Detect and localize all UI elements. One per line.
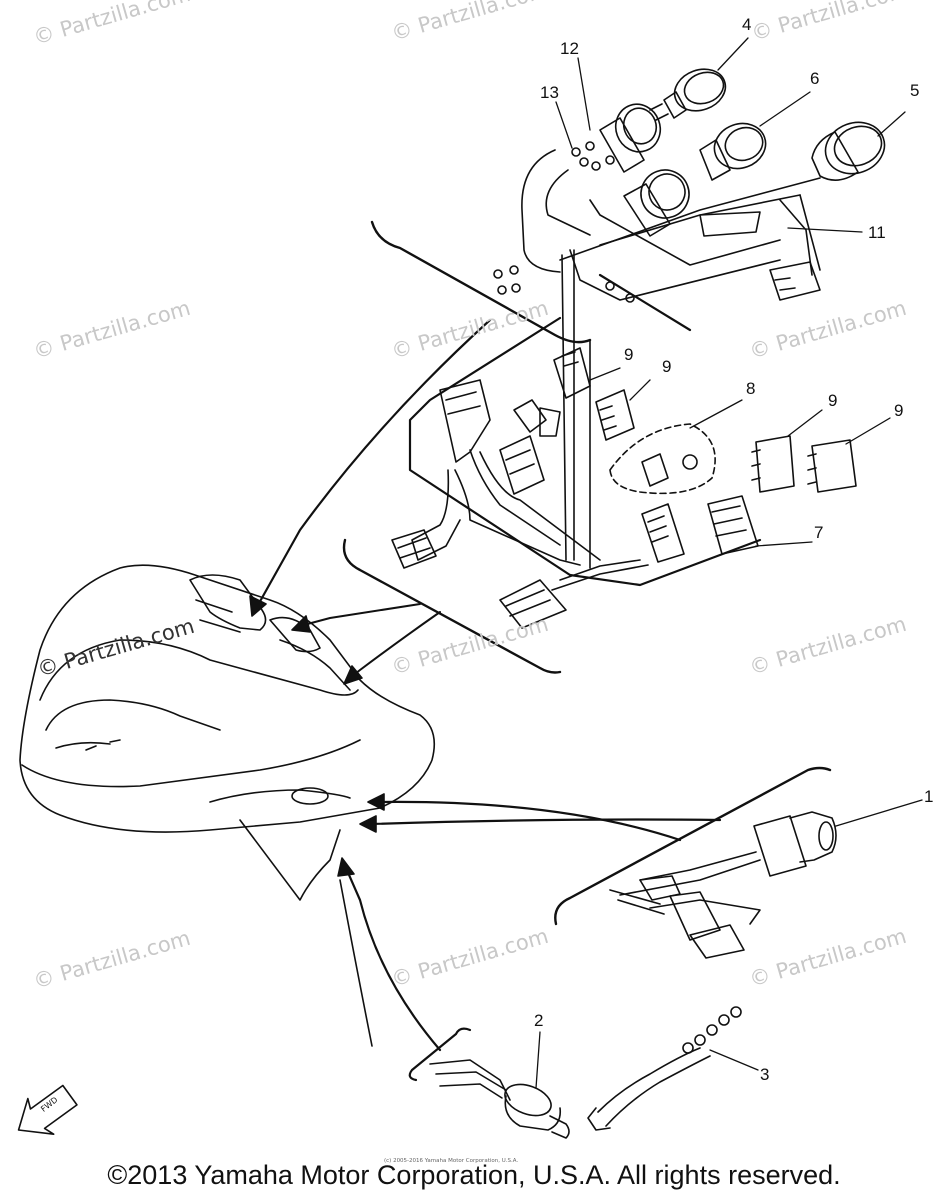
part-2-switch bbox=[410, 1029, 569, 1138]
part-1-assembly bbox=[555, 768, 836, 958]
gauge-4 bbox=[650, 62, 731, 120]
leader-arrows bbox=[250, 320, 720, 1050]
gauge-6 bbox=[700, 116, 772, 180]
callout-9-c: 9 bbox=[828, 391, 838, 410]
nuts-washers bbox=[494, 142, 634, 302]
callout-6: 6 bbox=[810, 69, 820, 88]
fwd-arrow-icon bbox=[7, 1077, 83, 1149]
main-harness bbox=[392, 380, 648, 628]
callout-11: 11 bbox=[868, 223, 886, 242]
connectors-7 bbox=[642, 496, 758, 562]
small-copyright-notice: (c) 2005-2016 Yamaha Motor Corporation, … bbox=[384, 1158, 519, 1164]
callout-13: 13 bbox=[540, 83, 559, 102]
connectors-9 bbox=[554, 348, 856, 492]
callout-7: 7 bbox=[814, 523, 824, 542]
gauge-wiring bbox=[522, 150, 820, 560]
callout-3: 3 bbox=[760, 1065, 770, 1084]
callout-4: 4 bbox=[742, 15, 752, 34]
upper-panel-outline bbox=[344, 222, 760, 673]
callout-2: 2 bbox=[534, 1011, 544, 1030]
callout-9-b: 9 bbox=[662, 357, 672, 376]
copyright-footer: ©2013 Yamaha Motor Corporation, U.S.A. A… bbox=[107, 1160, 841, 1190]
callout-9-d: 9 bbox=[894, 401, 904, 420]
gauge-5 bbox=[812, 114, 892, 182]
hood-deck bbox=[20, 565, 434, 900]
part-8-group bbox=[610, 424, 715, 493]
diagram-drawing bbox=[0, 0, 948, 1150]
callout-leaders bbox=[536, 38, 922, 1088]
callout-1: 1 bbox=[924, 787, 934, 806]
callout-5: 5 bbox=[910, 81, 920, 100]
callout-8: 8 bbox=[746, 379, 756, 398]
callout-9-a: 9 bbox=[624, 345, 634, 364]
gauge-housing-upper bbox=[600, 98, 667, 172]
part-3-lanyard bbox=[588, 1007, 741, 1130]
callout-12: 12 bbox=[560, 39, 579, 58]
